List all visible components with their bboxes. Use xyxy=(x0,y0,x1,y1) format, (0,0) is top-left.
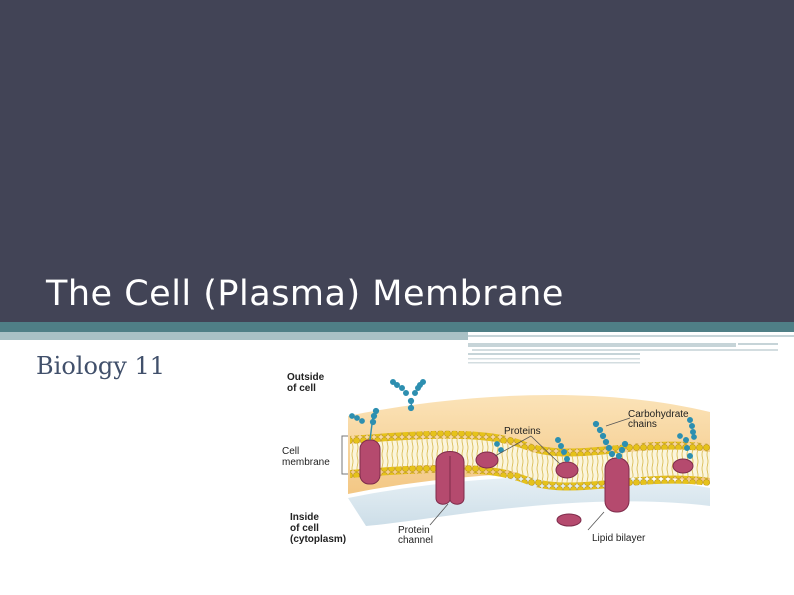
protein-channel xyxy=(435,451,465,505)
label-protein-channel-1: Protein xyxy=(398,525,430,536)
label-carbohydrate-2: chains xyxy=(628,419,657,430)
label-protein-channel-2: channel xyxy=(398,535,433,546)
label-inside-cell-3: (cytoplasm) xyxy=(290,534,346,545)
decorative-lines xyxy=(468,335,794,364)
protein-1 xyxy=(359,439,381,485)
protein-4 xyxy=(604,457,630,513)
protein-5 xyxy=(672,458,694,474)
slide-title: The Cell (Plasma) Membrane xyxy=(46,274,564,314)
cell-membrane-diagram: Outside of cell Cell membrane Inside of … xyxy=(282,372,710,546)
label-inside-cell-2: of cell xyxy=(290,523,319,534)
membrane-bracket xyxy=(341,435,348,475)
title-band: The Cell (Plasma) Membrane xyxy=(0,0,794,322)
leader-lines xyxy=(429,417,631,531)
label-cell-membrane-2: membrane xyxy=(282,457,330,468)
carbohydrate-chains xyxy=(349,379,697,462)
protein-2 xyxy=(475,451,499,469)
label-lipid-bilayer: Lipid bilayer xyxy=(592,533,646,544)
label-proteins: Proteins xyxy=(504,426,541,437)
label-cell-membrane-1: Cell xyxy=(282,446,299,457)
label-inside-cell-1: Inside xyxy=(290,512,319,523)
label-outside-cell-2: of cell xyxy=(287,383,316,394)
label-outside-cell-1: Outside xyxy=(287,372,325,383)
protein-3 xyxy=(555,461,582,527)
label-carbohydrate-1: Carbohydrate xyxy=(628,409,689,420)
slide-subtitle: Biology 11 xyxy=(36,352,165,380)
accent-stripe-teal xyxy=(0,322,794,332)
accent-stripe-light xyxy=(0,332,468,340)
